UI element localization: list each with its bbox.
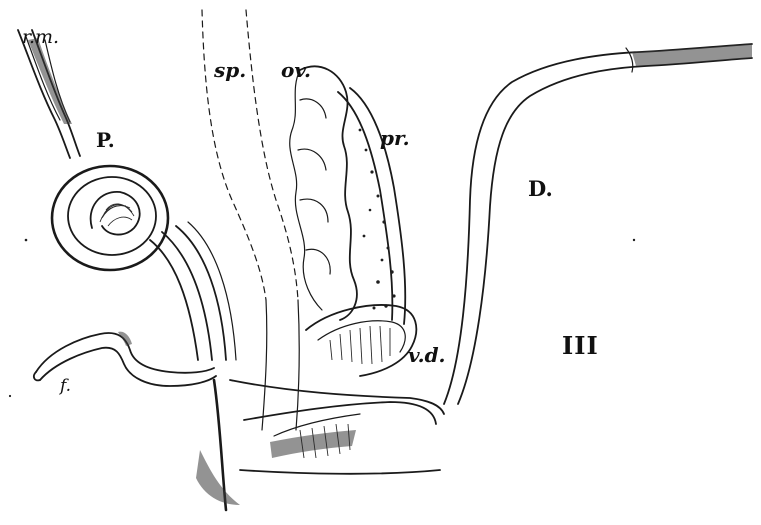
penis-coil (52, 166, 168, 270)
label-flagellum: f. (60, 378, 71, 395)
label-penis: P. (96, 130, 115, 150)
label-spermatheca: sp. (214, 60, 246, 80)
label-prostate: pr. (380, 128, 410, 148)
prostate-gland (338, 88, 405, 324)
label-dart-sac: D. (528, 178, 553, 199)
genital-atrium (196, 380, 444, 510)
vas-deferens (306, 305, 416, 376)
label-oviduct: ov. (281, 60, 311, 80)
label-vas-deferens: v.d. (408, 345, 446, 365)
oviduct-lobes (290, 66, 357, 320)
penis-duct (150, 222, 236, 360)
specks (9, 239, 635, 397)
retractor-muscle (18, 30, 80, 158)
label-retractor-muscle: r.m. (22, 28, 59, 47)
figure-number: III (562, 334, 599, 358)
